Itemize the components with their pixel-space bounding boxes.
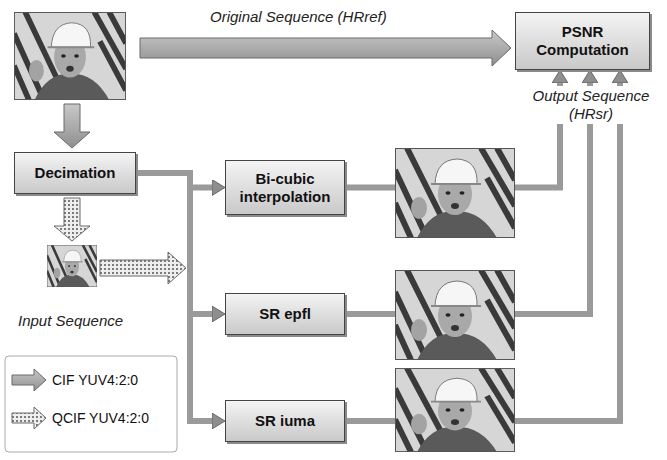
video-frame <box>395 270 515 360</box>
process-box: Decimation <box>14 152 136 194</box>
process-box: Bi-cubic interpolation <box>225 160 345 215</box>
computation-box: PSNR Computation <box>515 12 650 70</box>
flow-arrow <box>100 252 186 284</box>
sequence-label: Output Sequence (HRsr) <box>520 86 662 124</box>
flow-connector <box>136 173 212 421</box>
box-text: Decimation <box>35 164 116 182</box>
flow-connector <box>136 173 212 314</box>
legend-frame <box>5 356 177 452</box>
flow-arrow <box>54 104 90 148</box>
legend-text: QCIF YUV4:2:0 <box>52 409 149 427</box>
legend-sample <box>12 369 46 391</box>
process-box: SR iuma <box>225 400 345 442</box>
box-text: Bi-cubic interpolation <box>232 170 338 206</box>
box-text: SR iuma <box>255 412 315 430</box>
video-frame <box>47 245 97 287</box>
video-frame <box>14 12 126 100</box>
box-text: SR epfl <box>259 305 311 323</box>
video-frame <box>395 148 515 238</box>
sequence-label: Input Sequence <box>18 312 123 330</box>
flow-arrow <box>54 198 90 241</box>
flow-connector <box>345 83 620 421</box>
legend-text: CIF YUV4:2:0 <box>52 371 138 389</box>
box-text: PSNR Computation <box>522 23 643 59</box>
flow-connector <box>136 173 212 188</box>
legend-sample <box>12 407 46 429</box>
flow-arrow <box>140 30 511 66</box>
process-box: SR epfl <box>225 293 345 335</box>
sequence-label: Original Sequence (HRref) <box>210 8 387 26</box>
video-frame <box>395 368 515 452</box>
